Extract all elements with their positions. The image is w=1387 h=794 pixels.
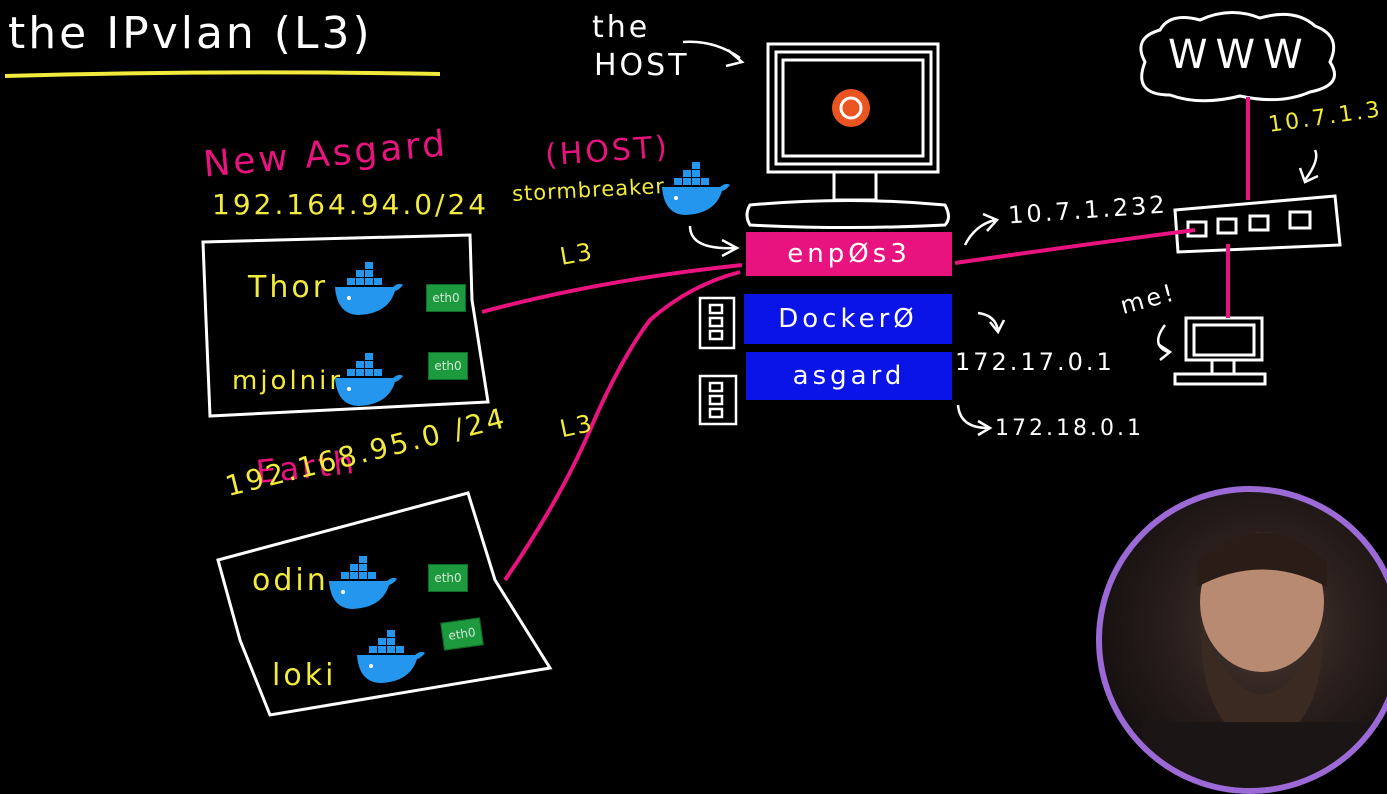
enp0s3-ip-arrow-icon xyxy=(963,212,1000,246)
title-underline xyxy=(4,70,441,78)
host-monitor-icon xyxy=(745,42,950,229)
loki-docker-icon xyxy=(357,630,425,683)
network-subnet-new-asgard: 192.164.94.0/24 xyxy=(212,188,490,221)
odin-docker-icon xyxy=(329,556,397,609)
interface-docker0: DockerØ xyxy=(744,294,952,344)
asgard-ip: 172.18.0.1 xyxy=(995,416,1144,441)
container-name-thor: Thor xyxy=(248,270,329,305)
interface-enp0s3-label: enpØs3 xyxy=(787,239,911,269)
presenter-avatar xyxy=(1142,532,1382,788)
asgard-ip-arrow-icon xyxy=(956,404,993,437)
earth-network-box xyxy=(216,491,553,717)
me-computer-icon xyxy=(1173,316,1267,386)
interface-enp0s3: enpØs3 xyxy=(746,232,952,276)
www-cloud-icon xyxy=(1139,11,1336,103)
thor-eth0-badge: eth0 xyxy=(426,284,466,312)
asgard-link-wire xyxy=(481,263,743,314)
asgard-port-icon xyxy=(698,374,738,426)
interface-asgard-label: asgard xyxy=(792,361,906,391)
docker0-ip-arrow-icon xyxy=(977,311,1006,335)
page-title: the IPvlan (L3) xyxy=(8,8,373,59)
thor-docker-icon xyxy=(335,262,403,315)
www-label: WWW xyxy=(1168,32,1311,78)
container-name-odin: odin xyxy=(252,563,329,598)
ubuntu-logo-icon xyxy=(832,89,870,127)
network-switch-icon xyxy=(1173,194,1342,254)
container-name-loki: loki xyxy=(272,658,337,693)
host-label-line2: HOST xyxy=(594,48,690,83)
presenter-webcam xyxy=(1096,486,1387,794)
link-label-1: L3 xyxy=(557,237,597,271)
docker0-ip: 172.17.0.1 xyxy=(955,348,1115,376)
container-name-mjolnir: mjolnir xyxy=(232,366,344,396)
mjolnir-eth0-badge: eth0 xyxy=(428,352,468,380)
odin-eth0-badge: eth0 xyxy=(428,564,468,592)
earth-link-wire xyxy=(503,270,741,582)
interface-asgard: asgard xyxy=(746,352,952,400)
stormbreaker-docker-icon xyxy=(662,162,730,215)
docker0-port-icon xyxy=(698,296,736,350)
interface-docker0-label: DockerØ xyxy=(778,304,918,334)
mjolnir-docker-icon xyxy=(335,353,403,406)
me-arrow-icon xyxy=(1157,324,1173,361)
loki-eth0-badge: eth0 xyxy=(440,617,484,651)
diagram-drawing xyxy=(4,11,1342,717)
host-label-line1: the xyxy=(592,10,651,45)
new-asgard-network-box xyxy=(201,233,490,418)
host-arrow-icon xyxy=(682,40,745,68)
stormbreaker-arrow-icon xyxy=(688,225,740,258)
enp0s3-to-switch-wire xyxy=(954,228,1196,265)
www-ip-arrow-icon xyxy=(1298,149,1319,184)
